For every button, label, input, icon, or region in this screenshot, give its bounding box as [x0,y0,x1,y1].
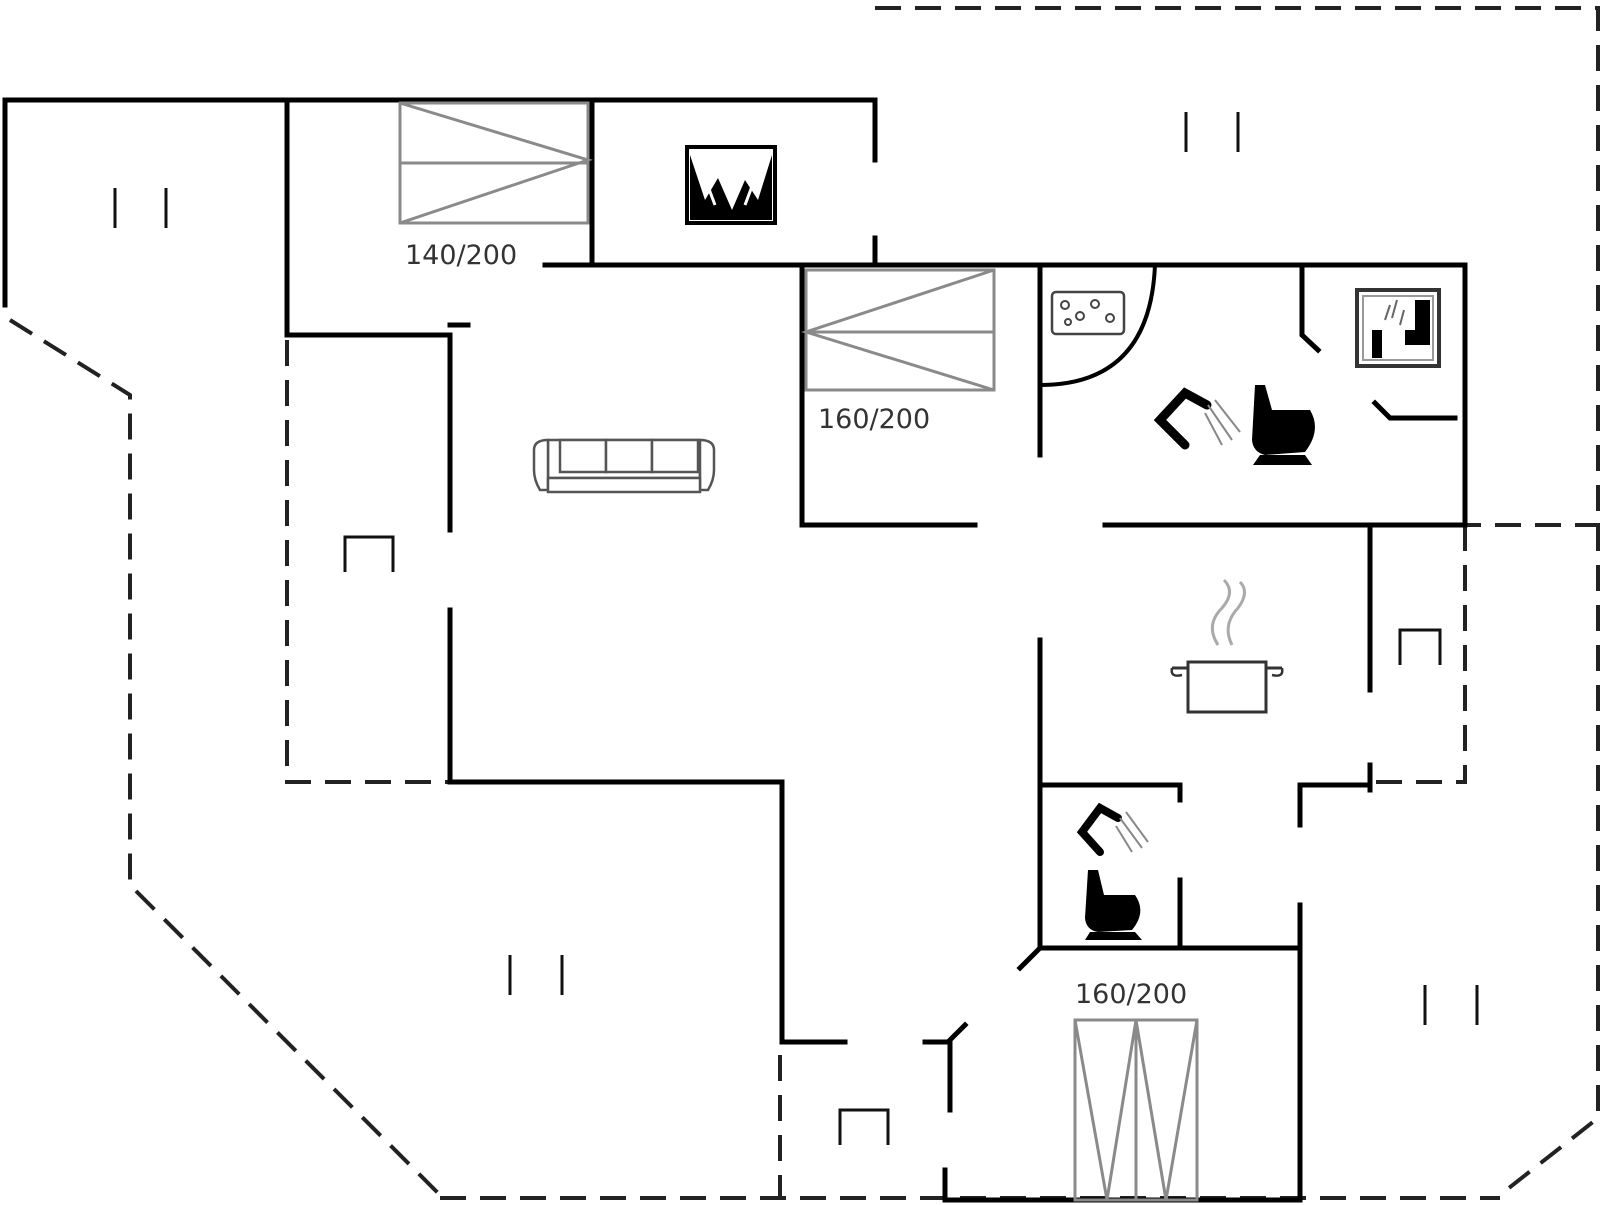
walls [2,97,1468,1203]
bed-label-center: 160/200 [818,404,930,435]
toilet-icon [1252,385,1315,465]
cooking-pot-icon [1170,578,1284,714]
bed-label-north: 140/200 [405,240,517,271]
bed-label-south: 160/200 [1075,979,1187,1010]
door-marker-icon [1398,628,1442,665]
bed-south [1073,1018,1199,1202]
shower-icon [1153,387,1241,450]
terrace-marker-icon [1423,985,1479,1025]
washing-machine-icon [1355,288,1441,368]
toilet-icon [1085,870,1142,940]
bed-north [398,101,593,225]
sauna-icon [685,145,777,225]
outer-dashed-outline [8,6,1600,1200]
sofa-icon [532,438,716,494]
shower-icon [1076,802,1149,856]
door-marker-icon [343,535,395,572]
terrace-marker-icon [113,188,168,228]
terrace-marker-icon [1184,112,1240,152]
door-marker-icon [838,1108,890,1145]
bathtub-icon [1039,264,1157,387]
bed-center [801,268,996,392]
terrace-marker-icon [508,955,564,995]
